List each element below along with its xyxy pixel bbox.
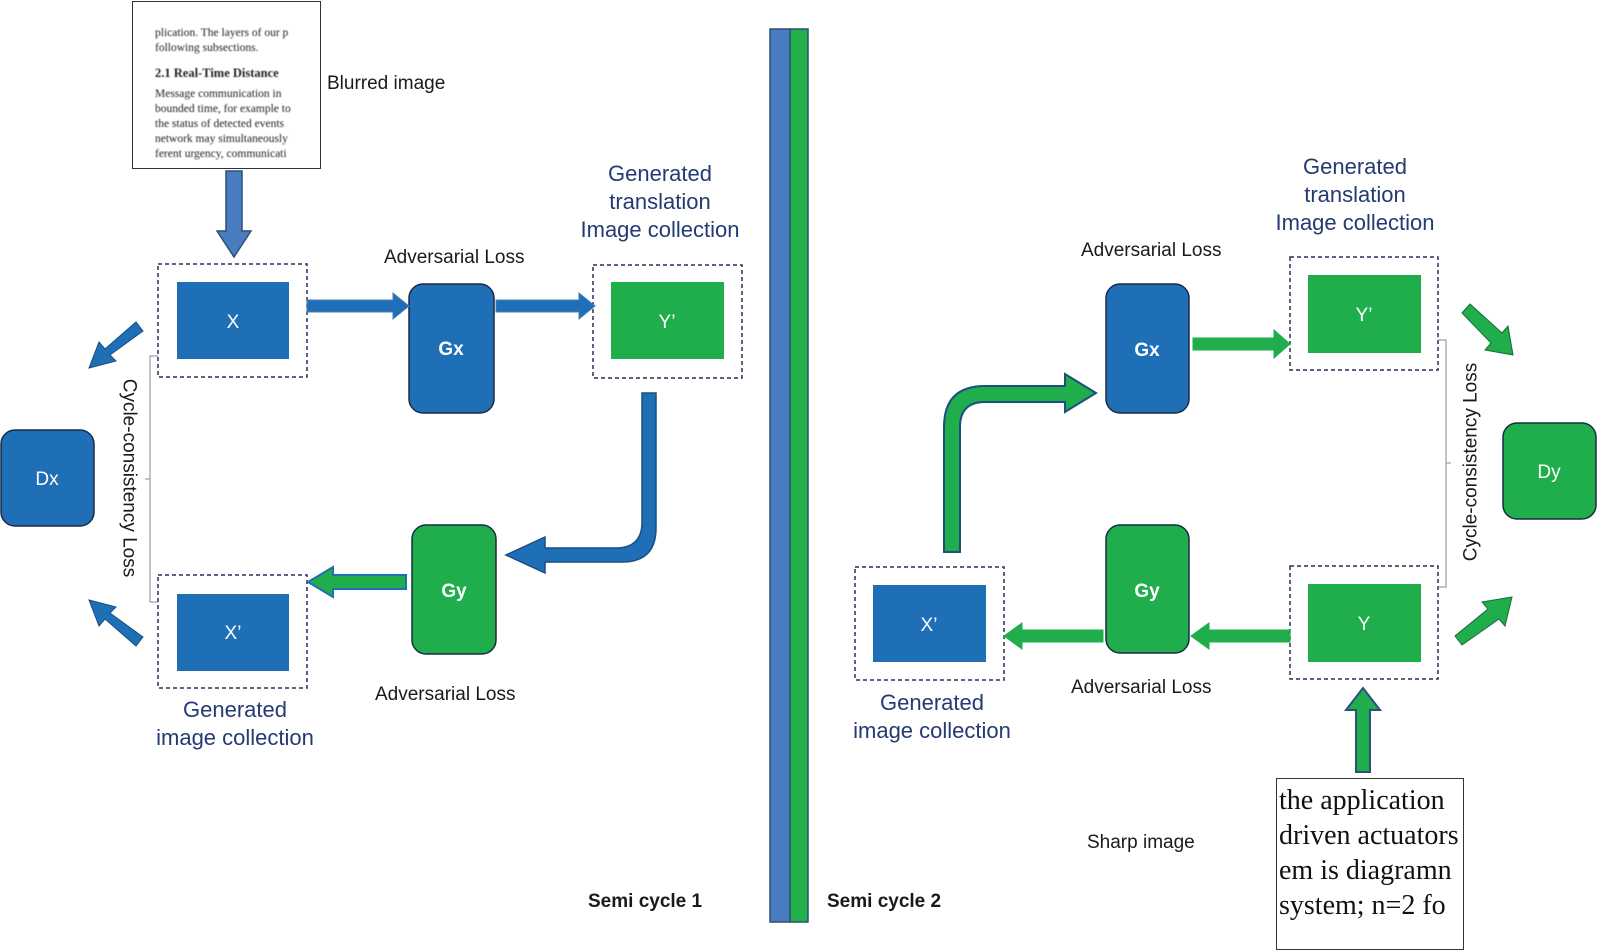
left-generated-translation-label: Generated translation Image collection [570,160,750,244]
left-blurred-line: Message communication in [155,88,282,100]
right-sharp-document-text: the application driven actuators em is d… [1277,779,1463,923]
left-arrow-gx-to-y-prime [495,291,596,321]
left-x-node-label: X [227,312,240,333]
left-cycle-bracket [145,355,158,603]
right-arrow-gx-to-y-prime [1192,328,1291,360]
left-blurred-line: the status of detected events [155,118,285,130]
left-generated-translation-line: Image collection [580,217,740,242]
left-arrow-x-to-gx [306,291,410,321]
left-x-prime-node-label: X’ [225,623,242,644]
left-blurred-line: network may simultaneously [155,133,288,145]
right-generated-translation-line: Generated [1303,154,1407,179]
left-arrow-x-to-dx [88,321,144,369]
left-cycle-consistency-label: Cycle-consistency Loss [118,378,140,578]
right-sharp-line: em is diagramn [1279,855,1452,886]
right-arrow-gy-to-x-prime [1003,622,1104,650]
left-arrow-gy-to-x-prime [306,565,407,599]
left-y-prime-node-label: Y’ [659,312,676,333]
right-arrow-y-to-gy [1190,622,1291,650]
right-arrow-y-to-dy [1454,596,1513,646]
left-x-prime-dashed-frame [157,574,308,689]
left-gy-node [411,524,497,655]
left-generated-image-label: Generated image collection [140,696,330,752]
left-blurred-line: bounded time, for example to [155,103,291,115]
right-sharp-line: system; n=2 fo [1279,890,1446,921]
left-y-prime-node [611,282,724,359]
right-generated-image-line: Generated [880,690,984,715]
right-x-prime-node-label: X’ [921,615,938,636]
right-dy-node-label: Dy [1537,462,1561,483]
left-blurred-heading: 2.1 Real-Time Distance [155,66,279,80]
right-y-prime-node [1308,275,1421,353]
right-gx-node-label: Gx [1134,340,1160,361]
right-gx-node [1105,283,1190,414]
left-blurred-document-text: plication. The layers of our p following… [133,2,320,162]
right-x-prime-dashed-frame [854,566,1005,681]
divider-blue-bar [769,28,791,923]
left-x-dashed-frame [157,263,308,378]
right-cycle-bracket [1438,339,1451,588]
left-blurred-line: following subsections. [155,42,259,54]
right-x-prime-node [873,585,986,662]
left-input-caption: Blurred image [327,73,446,94]
right-y-dashed-frame [1289,565,1439,680]
right-generated-image-line: image collection [853,718,1011,743]
right-generated-translation-label: Generated translation Image collection [1265,153,1445,237]
right-semi-cycle-caption: Semi cycle 2 [827,891,942,912]
right-arrow-x-prime-to-gx [943,372,1098,553]
left-adversarial-loss-bottom: Adversarial Loss [375,684,516,705]
left-x-prime-node [177,594,289,671]
left-arrow-y-prime-to-gy [504,392,657,575]
right-gy-node [1105,524,1190,654]
left-dx-node-label: Dx [35,469,59,490]
left-y-prime-dashed-frame [592,264,743,379]
left-gy-node-label: Gy [441,581,467,602]
left-blurred-document: plication. The layers of our p following… [132,1,321,169]
right-generated-image-label: Generated image collection [837,689,1027,745]
left-generated-image-line: Generated [183,697,287,722]
right-arrow-y-prime-to-dy [1461,303,1514,356]
left-generated-translation-line: translation [609,189,711,214]
left-gx-node-label: Gx [438,339,464,360]
right-cycle-consistency-label: Cycle-consistency Loss [1460,362,1482,562]
right-generated-translation-line: Image collection [1275,210,1435,235]
right-sharp-line: the application [1279,785,1445,816]
right-y-node [1308,584,1421,662]
left-arrow-blurred-to-x [215,170,253,259]
left-generated-image-line: image collection [156,725,314,750]
left-semi-cycle-caption: Semi cycle 1 [588,891,703,912]
right-sharp-line: driven actuators [1279,820,1459,851]
right-dy-node [1502,422,1597,520]
right-y-prime-node-label: Y’ [1356,305,1373,326]
divider-green-bar [789,28,809,923]
left-adversarial-loss-top: Adversarial Loss [384,247,525,268]
right-gy-node-label: Gy [1134,581,1160,602]
left-blurred-line: ferent urgency, communicati [155,148,287,160]
left-dx-node [0,429,95,527]
right-generated-translation-line: translation [1304,182,1406,207]
left-gx-node [408,283,495,414]
left-blurred-line [155,56,320,66]
left-blurred-line: plication. The layers of our p [155,27,289,39]
right-sharp-document: the application driven actuators em is d… [1276,778,1464,950]
left-arrow-x-prime-to-dx [88,599,144,647]
right-arrow-sharp-to-y [1343,686,1383,773]
right-y-node-label: Y [1358,614,1371,635]
right-input-caption: Sharp image [1087,832,1195,853]
right-y-prime-dashed-frame [1289,256,1439,371]
left-generated-translation-line: Generated [608,161,712,186]
right-adversarial-loss-top: Adversarial Loss [1081,240,1222,261]
left-x-node [177,282,289,359]
right-adversarial-loss-bottom: Adversarial Loss [1071,677,1212,698]
